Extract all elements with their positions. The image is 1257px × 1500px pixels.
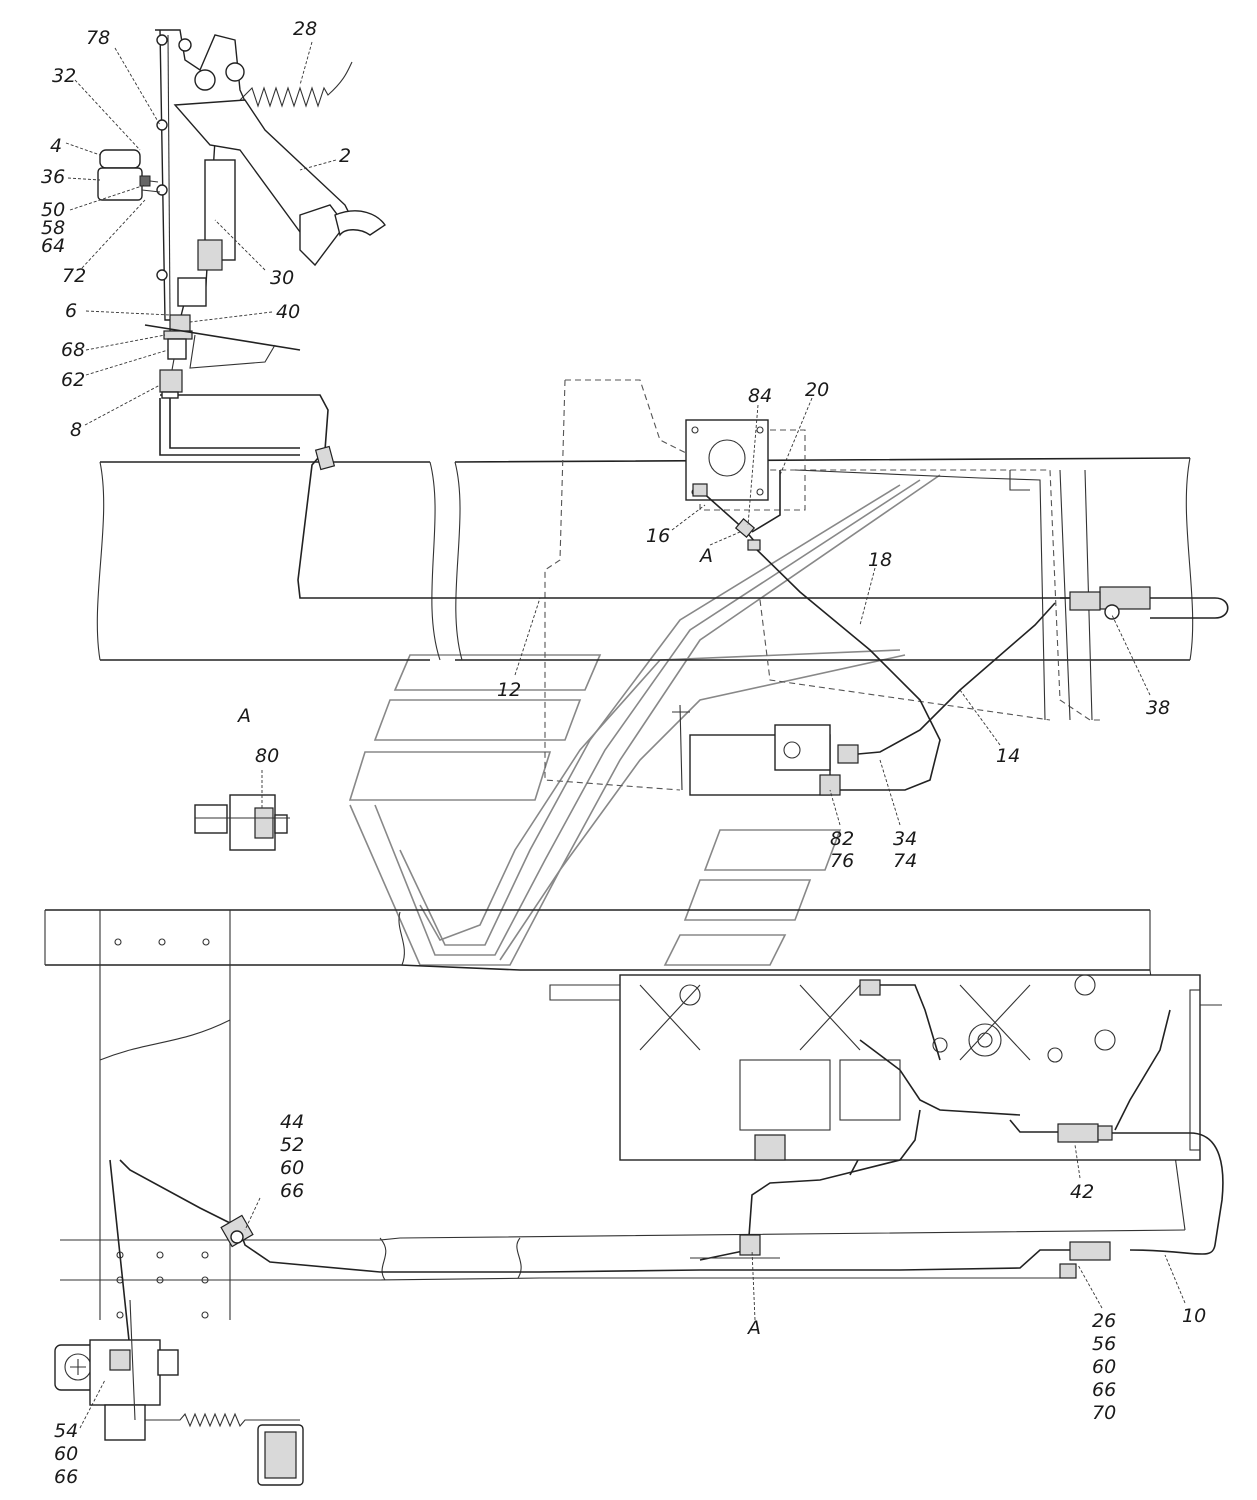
label-60c: 60 bbox=[54, 1443, 78, 1465]
label-56: 56 bbox=[1092, 1333, 1116, 1355]
label-2: 2 bbox=[339, 145, 351, 167]
label-70: 70 bbox=[1092, 1402, 1116, 1424]
callout-labels: 28 78 32 2 4 36 50 58 64 72 30 6 40 68 6… bbox=[41, 18, 1206, 1488]
label-66b: 66 bbox=[1092, 1379, 1116, 1401]
clutch-pedal-assembly bbox=[97, 29, 386, 399]
pedal-assembly-lower bbox=[54, 1299, 304, 1486]
label-a-upper: A bbox=[698, 545, 713, 567]
label-74: 74 bbox=[893, 850, 917, 872]
label-40: 40 bbox=[276, 301, 300, 323]
label-52: 52 bbox=[280, 1134, 304, 1156]
label-20: 20 bbox=[805, 379, 829, 401]
label-10: 10 bbox=[1182, 1305, 1206, 1327]
frame-rail-upper bbox=[96, 379, 1194, 796]
label-64: 64 bbox=[41, 235, 65, 257]
label-16: 16 bbox=[646, 525, 670, 547]
label-34: 34 bbox=[893, 828, 917, 850]
label-30: 30 bbox=[270, 267, 294, 289]
label-66c: 66 bbox=[54, 1466, 78, 1488]
detail-a-fitting bbox=[194, 770, 290, 851]
label-26: 26 bbox=[1092, 1310, 1116, 1332]
label-60b: 60 bbox=[1092, 1356, 1116, 1378]
label-42: 42 bbox=[1070, 1181, 1094, 1203]
gearbox-lower bbox=[549, 974, 1222, 1161]
label-80: 80 bbox=[255, 745, 279, 767]
label-82: 82 bbox=[830, 828, 854, 850]
label-60a: 60 bbox=[280, 1157, 304, 1179]
label-12: 12 bbox=[497, 679, 521, 701]
label-62: 62 bbox=[61, 369, 85, 391]
label-76: 76 bbox=[830, 850, 854, 872]
leader-lines bbox=[65, 41, 1186, 1429]
label-54: 54 bbox=[54, 1420, 78, 1442]
label-6: 6 bbox=[65, 300, 77, 322]
label-78: 78 bbox=[86, 27, 110, 49]
label-68: 68 bbox=[61, 339, 85, 361]
hydraulic-lines-upper bbox=[159, 394, 1229, 791]
label-38: 38 bbox=[1146, 697, 1170, 719]
label-8: 8 bbox=[70, 419, 82, 441]
label-50: 50 bbox=[41, 199, 65, 221]
label-a-detail: A bbox=[236, 705, 251, 727]
label-18: 18 bbox=[868, 549, 892, 571]
watermark bbox=[348, 474, 941, 966]
label-a-lower: A bbox=[746, 1317, 761, 1339]
label-44: 44 bbox=[280, 1111, 304, 1133]
label-66a: 66 bbox=[280, 1180, 304, 1202]
label-58: 58 bbox=[41, 217, 65, 239]
hydraulic-lines-lower bbox=[109, 984, 1224, 1351]
label-32: 32 bbox=[52, 65, 76, 87]
label-72: 72 bbox=[62, 265, 86, 287]
label-4: 4 bbox=[50, 135, 62, 157]
label-84: 84 bbox=[748, 385, 772, 407]
label-14: 14 bbox=[996, 745, 1020, 767]
label-36: 36 bbox=[41, 166, 65, 188]
label-28: 28 bbox=[293, 18, 317, 40]
